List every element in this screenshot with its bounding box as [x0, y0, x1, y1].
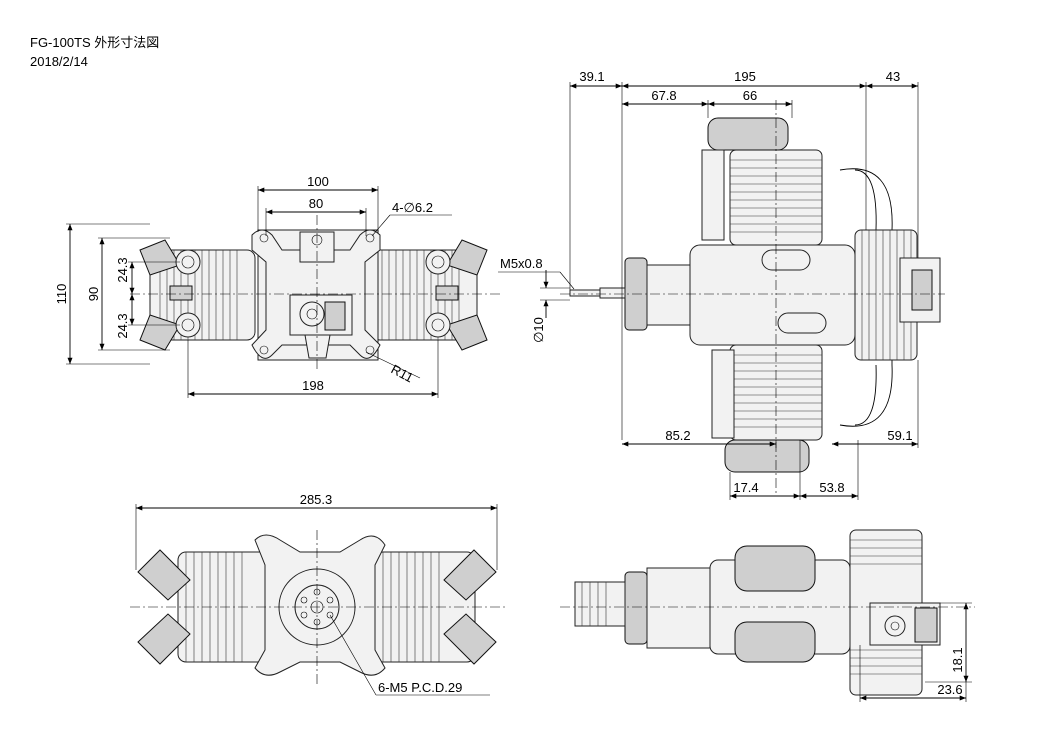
dim-carb-depth: 23.6: [937, 682, 962, 697]
dim-mount-offset-a: 17.4: [733, 480, 758, 495]
front-right-cylinder: [371, 239, 488, 351]
dim-overall-width: 285.3: [300, 492, 333, 507]
front-left-cylinder: [139, 239, 256, 351]
label-bolt-pattern: 6-M5 P.C.D.29: [378, 680, 462, 695]
front-view: 100 80 4-∅6.2 110 90 24.3 24.3 R11 198: [54, 174, 500, 398]
dim-front-width-outer: 100: [307, 174, 329, 189]
title-block: FG-100TS 外形寸法図 2018/2/14: [30, 33, 159, 71]
dim-front-span: 198: [302, 378, 324, 393]
bottom-side-view: 18.1 23.6: [560, 529, 975, 702]
front-mount-plate: [251, 229, 381, 361]
dim-front-height-outer: 110: [54, 284, 69, 305]
drawing-title: FG-100TS 外形寸法図: [30, 35, 160, 50]
top-view: 285.3 6-M5 P.C.D.29: [130, 492, 505, 696]
dim-body-length: 195: [734, 69, 756, 84]
dim-rear-extension: 43: [886, 69, 900, 84]
label-shaft-thread: M5x0.8: [500, 256, 543, 271]
drawing-date: 2018/2/14: [30, 54, 88, 69]
dim-shaft-diameter: ∅10: [531, 317, 546, 343]
label-radius: R11: [389, 361, 416, 385]
dim-front-height-inner: 90: [86, 287, 101, 301]
label-mount-holes: 4-∅6.2: [392, 200, 433, 215]
dim-to-cylinder: 67.8: [651, 88, 676, 103]
dim-front-offset-bottom: 24.3: [115, 313, 130, 338]
side-view: 39.1 195 43 67.8 66 M5x0.8 ∅10 85.2 59.1…: [498, 69, 945, 500]
dim-cylinder-width: 66: [743, 88, 757, 103]
dim-rear-to-mount: 59.1: [887, 428, 912, 443]
dim-front-width-inner: 80: [309, 196, 323, 211]
dim-mount-offset-b: 53.8: [819, 480, 844, 495]
dim-front-to-mount: 85.2: [665, 428, 690, 443]
dim-front-offset-top: 24.3: [115, 257, 130, 282]
dim-prop-offset: 39.1: [579, 69, 604, 84]
dim-carb-height: 18.1: [950, 647, 965, 672]
